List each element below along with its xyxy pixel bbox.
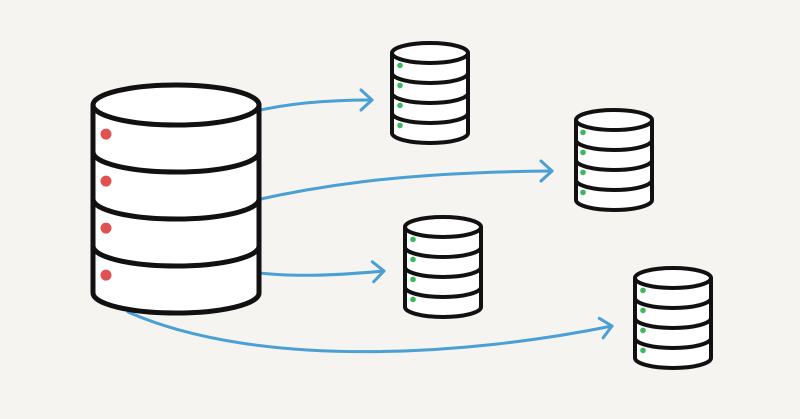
segment-divider — [633, 297, 713, 310]
replica-database-icon-2 — [574, 108, 654, 212]
segment-divider — [403, 246, 483, 259]
segment-divider — [574, 139, 654, 152]
status-indicator-dot — [410, 256, 416, 263]
status-indicator-dot — [397, 102, 403, 109]
status-indicator-dot — [580, 189, 586, 196]
status-indicator-dot — [410, 236, 416, 243]
status-indicator-dot — [580, 169, 586, 176]
arrowhead-icon — [359, 88, 374, 112]
status-indicator-dot — [410, 296, 416, 303]
database-top — [574, 108, 654, 132]
database-body — [390, 51, 470, 145]
status-indicator-dot — [640, 287, 646, 294]
segment-divider — [390, 72, 470, 85]
segment-divider — [574, 179, 654, 192]
replica-database-icon-4 — [633, 266, 713, 370]
arrowhead-icon — [370, 260, 386, 284]
replication-arrow-4 — [126, 310, 614, 354]
status-indicator-dot — [100, 222, 112, 234]
database-top — [633, 266, 713, 290]
status-indicator-dot — [580, 149, 586, 156]
status-indicator-dot — [640, 307, 646, 314]
database-body — [90, 102, 262, 316]
database-body — [403, 225, 483, 319]
database-body — [574, 118, 654, 212]
status-indicator-dot — [640, 327, 646, 334]
segment-divider — [403, 266, 483, 279]
database-top — [390, 41, 470, 65]
arrowhead-icon — [597, 316, 614, 340]
replica-database-icon-3 — [403, 215, 483, 319]
segment-divider — [90, 245, 262, 269]
databases-layer — [90, 41, 713, 370]
status-indicator-dot — [580, 129, 586, 136]
source-database-icon — [90, 82, 262, 316]
segment-divider — [403, 286, 483, 299]
status-indicator-dot — [397, 122, 403, 129]
arrow-curve — [126, 310, 614, 354]
database-top — [403, 215, 483, 239]
replica-database-icon-1 — [390, 41, 470, 145]
database-top — [90, 82, 262, 128]
status-indicator-dot — [640, 347, 646, 354]
segment-divider — [90, 151, 262, 175]
status-indicator-dot — [410, 276, 416, 283]
status-indicator-dot — [100, 269, 112, 281]
segment-divider — [633, 337, 713, 350]
arrowhead-icon — [539, 159, 554, 183]
segment-divider — [90, 198, 262, 222]
segment-divider — [390, 112, 470, 125]
segment-divider — [633, 317, 713, 330]
database-body — [633, 276, 713, 370]
status-indicator-dot — [397, 62, 403, 69]
segment-divider — [390, 92, 470, 105]
status-indicator-dot — [100, 128, 112, 140]
status-indicator-dot — [100, 175, 112, 187]
status-indicator-dot — [397, 82, 403, 89]
segment-divider — [574, 159, 654, 172]
